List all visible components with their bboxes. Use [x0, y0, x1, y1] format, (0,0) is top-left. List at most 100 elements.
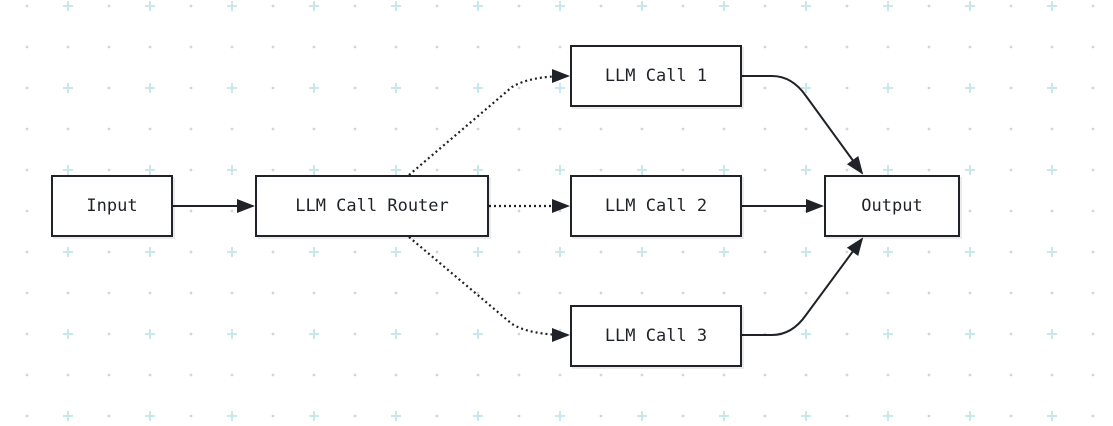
- grid-plus-mark: [473, 165, 483, 175]
- grid-plus-mark: [227, 247, 237, 257]
- grid-dot-mark: [1009, 209, 1013, 213]
- grid-dot-mark: [886, 373, 890, 377]
- edge-call1-to-output: [742, 75, 864, 175]
- grid-plus-mark: [883, 83, 893, 93]
- grid-dot-mark: [435, 45, 439, 49]
- grid-dot-mark: [886, 291, 890, 295]
- grid-dot-mark: [148, 291, 152, 295]
- grid-dot-mark: [476, 373, 480, 377]
- grid-plus-mark: [63, 411, 73, 421]
- grid-dot-mark: [968, 291, 972, 295]
- grid-plus-mark: [801, 165, 811, 175]
- grid-dot-mark: [1009, 86, 1013, 90]
- grid-dot-mark: [25, 86, 29, 90]
- grid-plus-mark: [63, 165, 73, 175]
- node-llm-call-3[interactable]: LLM Call 3: [570, 305, 742, 367]
- node-call2-label: LLM Call 2: [604, 196, 708, 216]
- grid-plus-mark: [719, 247, 729, 257]
- grid-dot-mark: [271, 332, 275, 336]
- grid-dot-mark: [1009, 168, 1013, 172]
- grid-dot-mark: [927, 4, 931, 8]
- grid-dot-mark: [804, 45, 808, 49]
- grid-dot-mark: [927, 373, 931, 377]
- grid-dot-mark: [1009, 4, 1013, 8]
- grid-dot-mark: [640, 291, 644, 295]
- grid-dot-mark: [25, 373, 29, 377]
- node-call3-label: LLM Call 3: [604, 326, 708, 346]
- grid-dot-mark: [1091, 127, 1095, 131]
- grid-dot-mark: [763, 209, 767, 213]
- grid-dot-mark: [353, 373, 357, 377]
- grid-plus-mark: [473, 329, 483, 339]
- grid-dot-mark: [845, 332, 849, 336]
- grid-plus-mark: [801, 247, 811, 257]
- grid-dot-mark: [107, 168, 111, 172]
- grid-plus-mark: [1047, 329, 1057, 339]
- grid-plus-mark: [473, 411, 483, 421]
- grid-dot-mark: [107, 332, 111, 336]
- grid-dot-mark: [25, 332, 29, 336]
- grid-dot-mark: [517, 291, 521, 295]
- grid-dot-mark: [107, 373, 111, 377]
- grid-dot-mark: [189, 291, 193, 295]
- grid-plus-mark: [965, 329, 975, 339]
- grid-plus-mark: [555, 83, 565, 93]
- node-llm-call-1[interactable]: LLM Call 1: [570, 45, 742, 107]
- grid-dot-mark: [1009, 250, 1013, 254]
- grid-dot-mark: [394, 45, 398, 49]
- grid-dot-mark: [312, 291, 316, 295]
- node-llm-call-router[interactable]: LLM Call Router: [255, 175, 489, 237]
- grid-dot-mark: [845, 45, 849, 49]
- grid-dot-mark: [353, 127, 357, 131]
- grid-dot-mark: [476, 45, 480, 49]
- grid-plus-mark: [1047, 165, 1057, 175]
- grid-dot-mark: [763, 168, 767, 172]
- grid-dot-mark: [435, 373, 439, 377]
- grid-dot-mark: [353, 250, 357, 254]
- grid-dot-mark: [681, 168, 685, 172]
- grid-dot-mark: [1091, 209, 1095, 213]
- grid-dot-mark: [476, 291, 480, 295]
- grid-dot-mark: [927, 168, 931, 172]
- grid-plus-mark: [145, 329, 155, 339]
- grid-dot-mark: [394, 373, 398, 377]
- grid-plus-mark: [145, 165, 155, 175]
- grid-dot-mark: [107, 45, 111, 49]
- grid-dot-mark: [927, 86, 931, 90]
- grid-plus-mark: [965, 411, 975, 421]
- grid-dot-mark: [517, 4, 521, 8]
- grid-dot-mark: [312, 45, 316, 49]
- grid-dot-mark: [599, 291, 603, 295]
- node-input[interactable]: Input: [51, 175, 173, 237]
- grid-dot-mark: [927, 127, 931, 131]
- grid-plus-mark: [555, 165, 565, 175]
- grid-dot-mark: [845, 86, 849, 90]
- grid-dot-mark: [558, 291, 562, 295]
- grid-dot-mark: [927, 291, 931, 295]
- grid-plus-mark: [391, 329, 401, 339]
- grid-dot-mark: [1091, 86, 1095, 90]
- grid-dot-mark: [271, 291, 275, 295]
- grid-dot-mark: [681, 127, 685, 131]
- grid-dot-mark: [271, 86, 275, 90]
- grid-dot-mark: [681, 373, 685, 377]
- grid-dot-mark: [886, 127, 890, 131]
- grid-dot-mark: [517, 373, 521, 377]
- grid-dot-mark: [640, 373, 644, 377]
- grid-dot-mark: [353, 168, 357, 172]
- grid-dot-mark: [681, 291, 685, 295]
- node-output[interactable]: Output: [824, 175, 960, 237]
- grid-dot-mark: [435, 332, 439, 336]
- grid-plus-mark: [801, 1, 811, 11]
- grid-plus-mark: [309, 411, 319, 421]
- grid-plus-mark: [309, 83, 319, 93]
- grid-plus-mark: [1047, 411, 1057, 421]
- grid-dot-mark: [271, 250, 275, 254]
- node-llm-call-2[interactable]: LLM Call 2: [570, 175, 742, 237]
- grid-dot-mark: [1009, 414, 1013, 418]
- grid-dot-mark: [25, 4, 29, 8]
- grid-dot-mark: [1091, 332, 1095, 336]
- grid-plus-mark: [1047, 83, 1057, 93]
- grid-dot-mark: [189, 168, 193, 172]
- grid-dot-mark: [435, 127, 439, 131]
